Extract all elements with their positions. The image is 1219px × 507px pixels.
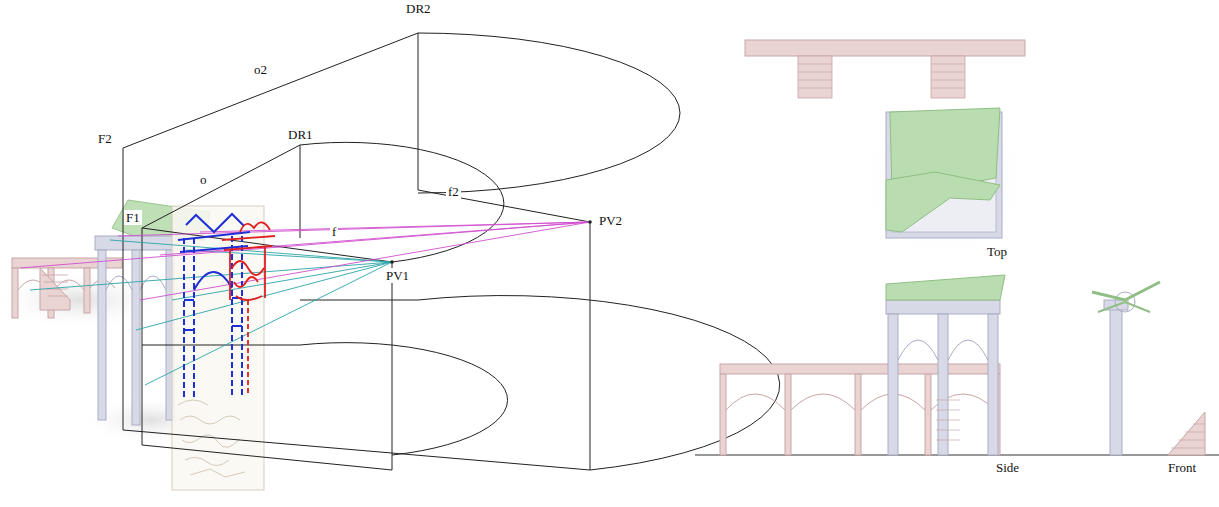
point-label: Top xyxy=(985,244,1009,259)
point-label: Side xyxy=(994,460,1021,475)
point-label: f xyxy=(330,224,338,239)
point-label: DR1 xyxy=(286,127,315,142)
point-label: o2 xyxy=(252,62,269,77)
point-label: F1 xyxy=(124,210,142,225)
point-label: Front xyxy=(1166,460,1198,475)
point-label: PV2 xyxy=(597,213,624,228)
point-label: o xyxy=(198,172,209,187)
point-label: PV1 xyxy=(384,268,411,283)
point-label: DR2 xyxy=(404,1,433,16)
point-label: F2 xyxy=(96,131,114,146)
point-label: f2 xyxy=(446,184,461,199)
